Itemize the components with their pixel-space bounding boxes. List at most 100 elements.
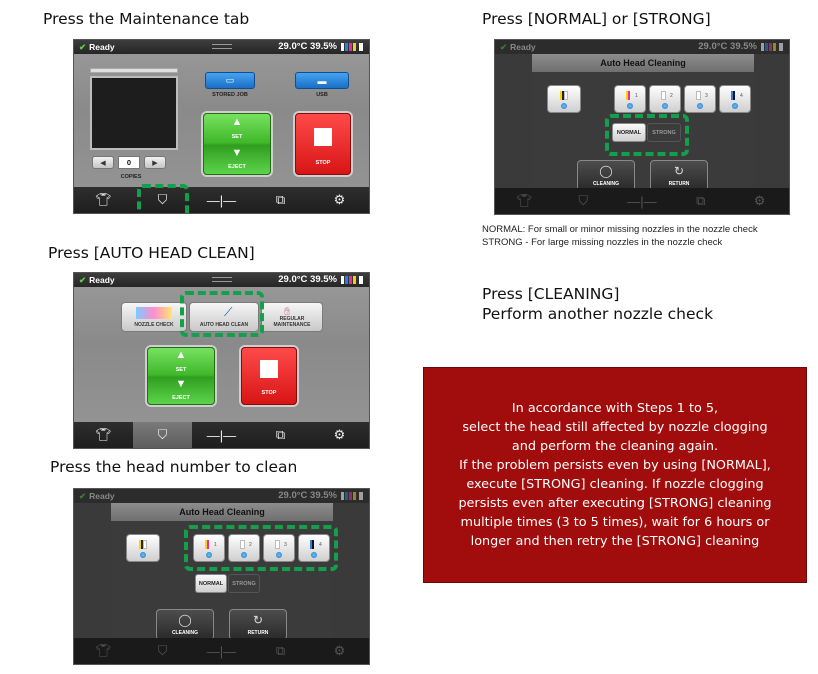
- stop-button[interactable]: STOP: [241, 347, 297, 405]
- set-eject-button[interactable]: ▲ SET ▼ EJECT: [203, 113, 271, 175]
- nav-adjust-tab[interactable]: —|—: [192, 422, 251, 448]
- head-ink-icon: [205, 540, 209, 549]
- nav-print-tab[interactable]: 👕︎: [74, 187, 133, 213]
- nav-print-tab[interactable]: 👕︎: [74, 638, 133, 664]
- nav-settings-tab[interactable]: ⚙: [310, 638, 369, 664]
- nav-settings-tab[interactable]: ⚙: [310, 187, 369, 213]
- return-icon: ↻: [252, 613, 264, 627]
- head-4-button[interactable]: 4: [298, 534, 330, 562]
- head-4-button[interactable]: 4: [719, 85, 751, 113]
- ready-check-icon: ✔: [79, 275, 87, 285]
- all-heads-button[interactable]: [126, 534, 160, 562]
- nav-settings-tab[interactable]: ⚙: [730, 188, 789, 214]
- return-icon: ↻: [673, 164, 685, 178]
- head-3-button[interactable]: 3: [263, 534, 295, 562]
- auto-head-clean-button[interactable]: ⟋ AUTO HEAD CLEAN: [189, 302, 259, 332]
- bottom-nav: 👕︎ ⛉ —|— ⧉ ⚙: [74, 422, 369, 448]
- crosshair-icon: —|—: [206, 643, 237, 659]
- hand-icon: ✋︎: [284, 306, 291, 318]
- ready-check-icon: ✔: [79, 491, 87, 501]
- return-label: RETURN: [668, 181, 690, 187]
- nav-move-tab[interactable]: ⧉: [251, 638, 310, 664]
- arrow-down-icon: ▼: [231, 147, 243, 159]
- cleaning-button[interactable]: ◯ CLEANING: [156, 609, 214, 640]
- decrement-button[interactable]: ◀: [92, 156, 114, 169]
- head-1-number: 1: [635, 93, 638, 99]
- stop-button[interactable]: STOP: [295, 113, 351, 175]
- select-dot: [662, 103, 668, 109]
- cleaning-label: CLEANING: [171, 630, 199, 636]
- stored-job-button[interactable]: ▭: [205, 72, 255, 89]
- head-2-button[interactable]: 2: [228, 534, 260, 562]
- nav-maintenance-tab[interactable]: ⛉: [554, 188, 613, 214]
- select-dot: [241, 552, 247, 558]
- head-1-button[interactable]: 1: [193, 534, 225, 562]
- tshirt-icon: 👕︎: [95, 427, 112, 442]
- crosshair-icon: —|—: [206, 192, 237, 208]
- nav-move-tab[interactable]: ⧉: [251, 187, 310, 213]
- highlight-head-buttons: [184, 525, 338, 571]
- temp-humidity: 29.0°C 39.5%: [278, 41, 337, 52]
- all-heads-button[interactable]: [547, 85, 581, 113]
- head-1-button[interactable]: 1: [614, 85, 646, 113]
- cleaning-label: CLEANING: [592, 181, 620, 187]
- bottom-nav: 👕︎ ⛉ —|— ⧉ ⚙: [495, 188, 789, 214]
- ready-label: Ready: [89, 491, 115, 501]
- screen-auto-head-cleaning-select: ✔Ready 29.0°C 39.5% Auto Head Cleaning 1…: [73, 488, 370, 665]
- nav-adjust-tab[interactable]: —|—: [192, 638, 251, 664]
- increment-button[interactable]: ▶: [144, 156, 166, 169]
- head-ink-icon: [731, 91, 735, 100]
- head-ink-icon: [275, 540, 280, 549]
- ready-status: ✔Ready: [500, 42, 536, 53]
- normal-mode-button[interactable]: NORMAL: [195, 574, 227, 593]
- refresh-icon: ◯: [599, 164, 613, 178]
- stored-job-label: STORED JOB: [212, 92, 248, 98]
- maintenance-icon: ⛉: [157, 192, 168, 207]
- strong-mode-button[interactable]: STRONG: [647, 123, 681, 142]
- nav-print-tab[interactable]: 👕︎: [495, 188, 554, 214]
- nav-settings-tab[interactable]: ⚙: [310, 422, 369, 448]
- nav-move-tab[interactable]: ⧉: [671, 188, 730, 214]
- return-button[interactable]: ↻ RETURN: [650, 160, 708, 191]
- nav-maintenance-tab[interactable]: ⛉: [133, 187, 192, 213]
- arrow-up-icon: ▲: [231, 116, 243, 128]
- dialog-title: Auto Head Cleaning: [111, 503, 333, 521]
- nozzle-check-label: NOZZLE CHECK: [134, 322, 174, 328]
- instruction-line: select the head still affected by nozzle…: [462, 420, 768, 435]
- cleaning-button[interactable]: ◯ CLEANING: [577, 160, 635, 191]
- status-bar: ✔Ready 29.0°C 39.5%: [74, 489, 369, 503]
- set-eject-button[interactable]: ▲ SET ▼ EJECT: [147, 347, 215, 405]
- nav-print-tab[interactable]: 👕︎: [74, 422, 133, 448]
- select-dot: [697, 103, 703, 109]
- note-normal: NORMAL: For small or minor missing nozzl…: [482, 224, 758, 235]
- drag-grip[interactable]: [211, 277, 232, 282]
- nav-adjust-tab[interactable]: —|—: [192, 187, 251, 213]
- print-preview: [90, 76, 178, 150]
- move-icon: ⧉: [275, 192, 286, 207]
- usb-button[interactable]: ▬: [295, 72, 349, 89]
- nozzle-pattern-icon: [136, 307, 172, 319]
- nav-adjust-tab[interactable]: —|—: [613, 188, 672, 214]
- return-button[interactable]: ↻ RETURN: [229, 609, 287, 640]
- nav-maintenance-tab[interactable]: ⛉: [133, 638, 192, 664]
- head-2-button[interactable]: 2: [649, 85, 681, 113]
- screen-auto-head-cleaning-mode: ✔Ready 29.0°C 39.5% Auto Head Cleaning 1…: [494, 39, 790, 215]
- crosshair-icon: —|—: [206, 427, 237, 443]
- gear-icon: ⚙: [333, 192, 346, 207]
- regular-maintenance-button[interactable]: ✋︎ REGULAR MAINTENANCE: [261, 302, 323, 332]
- crosshair-icon: —|—: [627, 193, 657, 209]
- nav-maintenance-tab[interactable]: ⛉: [133, 422, 192, 448]
- note-strong: STRONG - For large missing nozzles in th…: [482, 237, 723, 248]
- drag-grip[interactable]: [211, 44, 232, 49]
- head-3-button[interactable]: 3: [684, 85, 716, 113]
- normal-mode-button[interactable]: NORMAL: [612, 123, 646, 142]
- strong-mode-button[interactable]: STRONG: [228, 574, 260, 593]
- head-ink-icon: [139, 540, 147, 549]
- select-dot: [140, 552, 146, 558]
- tshirt-icon: 👕︎: [95, 643, 112, 658]
- nozzle-check-button[interactable]: NOZZLE CHECK: [121, 302, 187, 332]
- nav-move-tab[interactable]: ⧉: [251, 422, 310, 448]
- highlight-maintenance-tab: [137, 184, 189, 213]
- select-dot: [561, 103, 567, 109]
- ready-check-icon: ✔: [500, 42, 508, 52]
